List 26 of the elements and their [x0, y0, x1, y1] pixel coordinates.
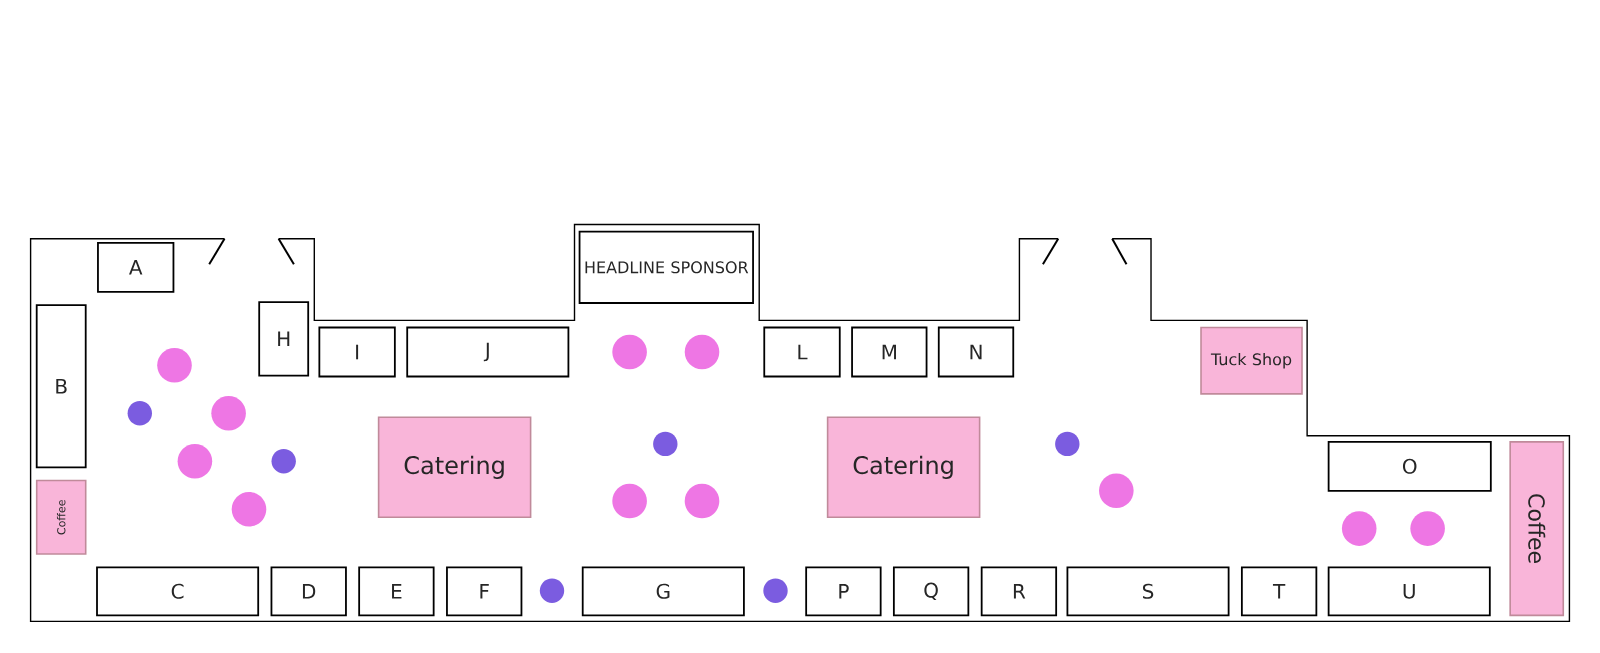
stand-box: N [937, 326, 1015, 378]
stand-box: C [96, 566, 260, 617]
stand-box: I [318, 326, 396, 378]
area-box: Catering [826, 416, 981, 519]
stand-box: J [406, 326, 570, 378]
stand-box: O [1327, 440, 1492, 492]
stand-box: U [1327, 566, 1491, 617]
stand-box: F [446, 566, 523, 617]
stand-box: H [258, 301, 310, 377]
stand-box: S [1066, 566, 1230, 617]
area-box: Coffee [1509, 441, 1565, 617]
area-box: Tuck Shop [1200, 326, 1303, 395]
stand-box: G [581, 566, 745, 617]
stand-box: B [35, 304, 87, 469]
area-box: Catering [377, 416, 532, 519]
stand-box: L [763, 326, 841, 378]
stand-box: Q [892, 566, 970, 617]
stand-box: D [270, 566, 347, 617]
stand-box: P [805, 566, 882, 617]
stand-box: A [97, 241, 175, 293]
stand-box: T [1240, 566, 1318, 617]
stand-box: R [980, 566, 1058, 617]
stand-box: E [358, 566, 435, 617]
stand-box: M [851, 326, 928, 378]
stand-box: HEADLINE SPONSOR [578, 230, 754, 304]
area-box: Coffee [35, 479, 87, 555]
